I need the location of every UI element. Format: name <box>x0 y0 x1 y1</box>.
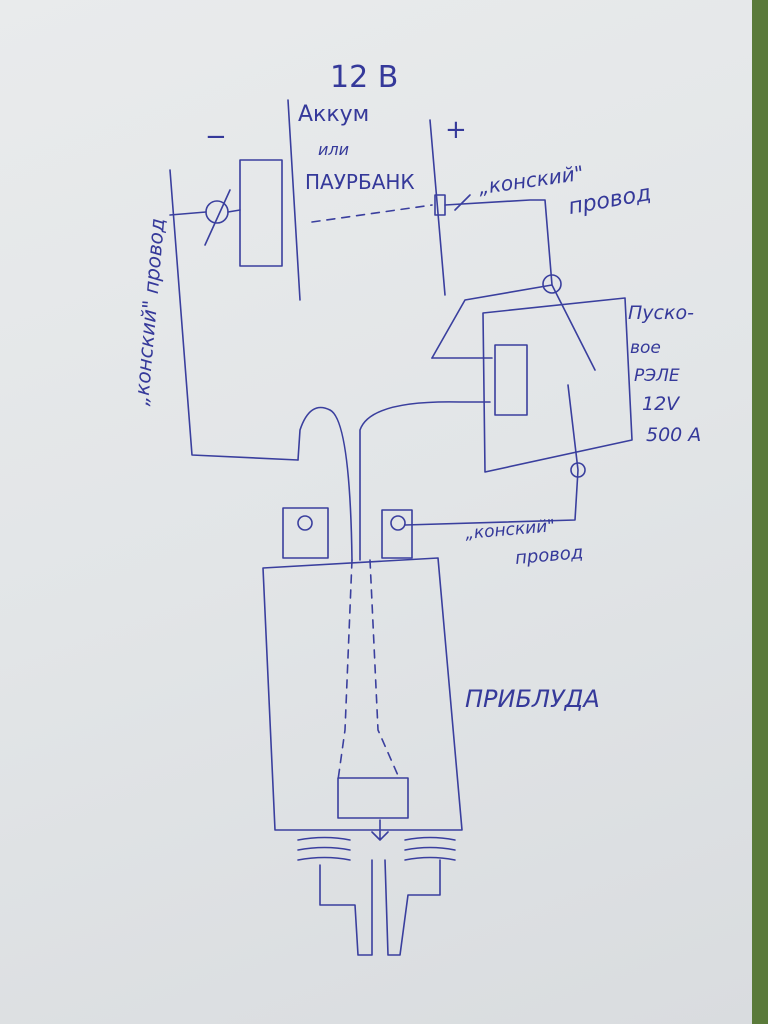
device-terminal-left <box>282 507 329 559</box>
negative-cable <box>169 169 299 461</box>
minus-sign: − <box>205 122 227 152</box>
battery-dash-line <box>311 204 433 223</box>
voltage-label: 12 В <box>330 60 399 95</box>
battery-title-line3: ПАУРБАНК <box>305 170 415 194</box>
spring-left-icon <box>297 836 351 861</box>
plus-sign: + <box>445 115 467 145</box>
device-body <box>262 557 463 831</box>
relay-body <box>482 297 633 473</box>
relay-label-line2: вое <box>630 338 661 358</box>
relay-label-line4: 12V <box>642 393 680 415</box>
device-valve <box>337 777 409 819</box>
negative-terminal <box>239 159 283 267</box>
paper-sheet <box>0 0 752 1024</box>
relay-coil <box>494 344 528 416</box>
control-wire-right <box>359 401 491 561</box>
device-terminal-right <box>381 509 413 559</box>
relay-contact <box>431 284 553 359</box>
positive-cable <box>444 199 596 371</box>
battery-title-line2: или <box>318 140 350 159</box>
device-internal-channel <box>337 559 401 781</box>
battery-right-plate <box>429 119 446 296</box>
spring-right-icon <box>404 836 456 861</box>
relay-bottom-clamp-icon <box>570 462 586 478</box>
battery-left-plate <box>287 99 301 301</box>
device-label: ПРИБЛУДА <box>465 685 600 713</box>
relay-top-clamp-icon <box>542 274 562 294</box>
control-wire-left <box>297 406 353 561</box>
outlet-pipe <box>319 859 441 956</box>
battery-title-line1: Аккум <box>298 102 370 127</box>
relay-label-line3: РЭЛЕ <box>634 366 680 386</box>
relay-label-line5: 500 A <box>646 424 702 446</box>
relay-label-line1: Пуско- <box>628 302 694 324</box>
